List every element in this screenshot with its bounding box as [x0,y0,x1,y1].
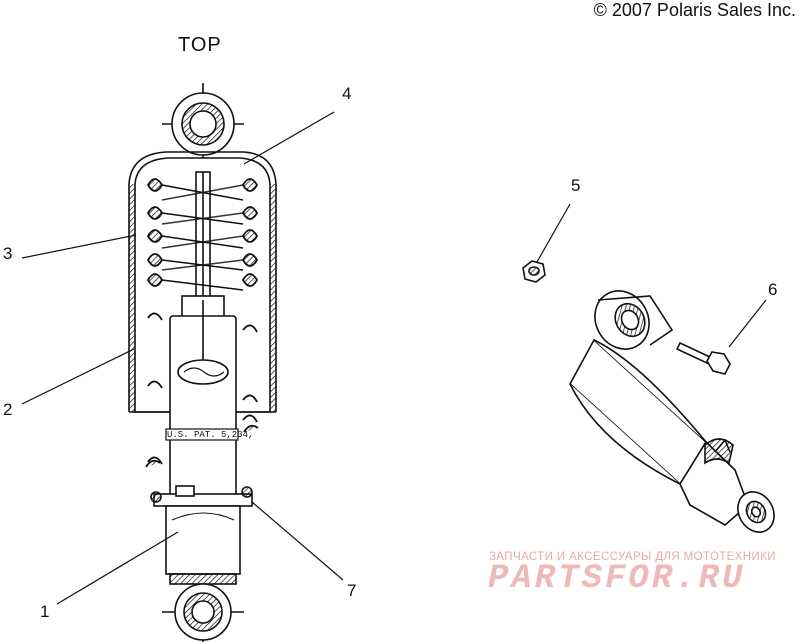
orientation-label: TOP [178,34,222,56]
lower-cylinder [165,505,241,585]
callout-4: 4 [342,84,352,103]
coil-spring [145,178,259,468]
copyright-notice: © 2007 Polaris Sales Inc. [593,0,796,20]
leader-lines [21,111,767,605]
callout-6: 6 [768,280,778,299]
callout-2: 2 [3,400,13,419]
spring-retainer [150,485,253,507]
nut [522,260,546,283]
callout-7: 7 [347,581,357,600]
top-eyelet [162,83,244,166]
watermark-tagline: ЗАПЧАСТИ И АКСЕССУАРЫ ДЛЯ МОТОТЕХНИКИ [489,551,776,563]
patent-marking: U.S. PAT. 5,234, [167,430,253,440]
callout-1: 1 [40,602,50,621]
callout-3: 3 [3,244,13,263]
shock-body [165,295,239,501]
bottom-eyelet [162,583,244,642]
callout-5: 5 [571,176,581,195]
shock-absorber-assembly [128,83,277,642]
shock-assembled-view [568,290,775,533]
watermark-brand: PARTSFOR.RU [488,560,746,598]
bolt [675,341,731,375]
